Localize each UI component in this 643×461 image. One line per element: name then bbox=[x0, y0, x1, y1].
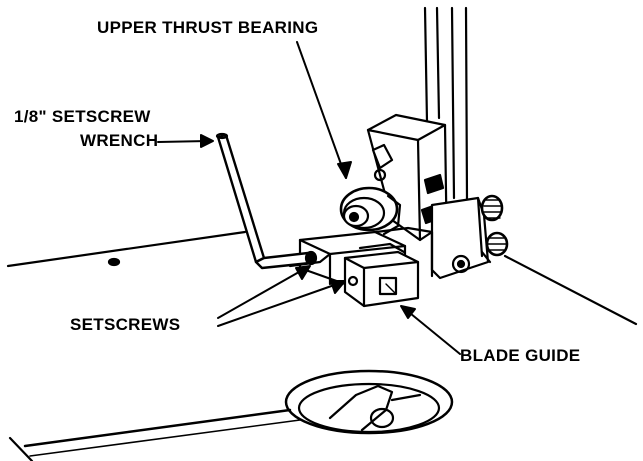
label-upper-thrust-bearing: UPPER THRUST BEARING bbox=[97, 18, 319, 37]
label-setscrew-wrench-line1: 1/8" SETSCREW bbox=[14, 107, 151, 126]
label-setscrews: SETSCREWS bbox=[70, 315, 181, 334]
arrow-setscrews-2 bbox=[217, 282, 341, 327]
setscrew-wrench bbox=[215, 132, 318, 270]
table-insert bbox=[284, 369, 454, 435]
blade-guide-block bbox=[343, 242, 420, 308]
table-surface bbox=[6, 230, 638, 461]
arrow-setscrews-1 bbox=[217, 267, 307, 319]
side-bracket bbox=[430, 194, 509, 280]
arrow-setscrew-wrench bbox=[157, 140, 209, 143]
upper-thrust-bearing bbox=[339, 186, 402, 236]
arrow-blade-guide bbox=[404, 308, 461, 355]
guide-post bbox=[423, 6, 469, 202]
label-blade-guide: BLADE GUIDE bbox=[460, 346, 581, 365]
arrow-upper-thrust-bearing bbox=[296, 41, 347, 179]
label-setscrew-wrench-line2: WRENCH bbox=[80, 131, 159, 150]
leader-arrows bbox=[157, 41, 461, 355]
